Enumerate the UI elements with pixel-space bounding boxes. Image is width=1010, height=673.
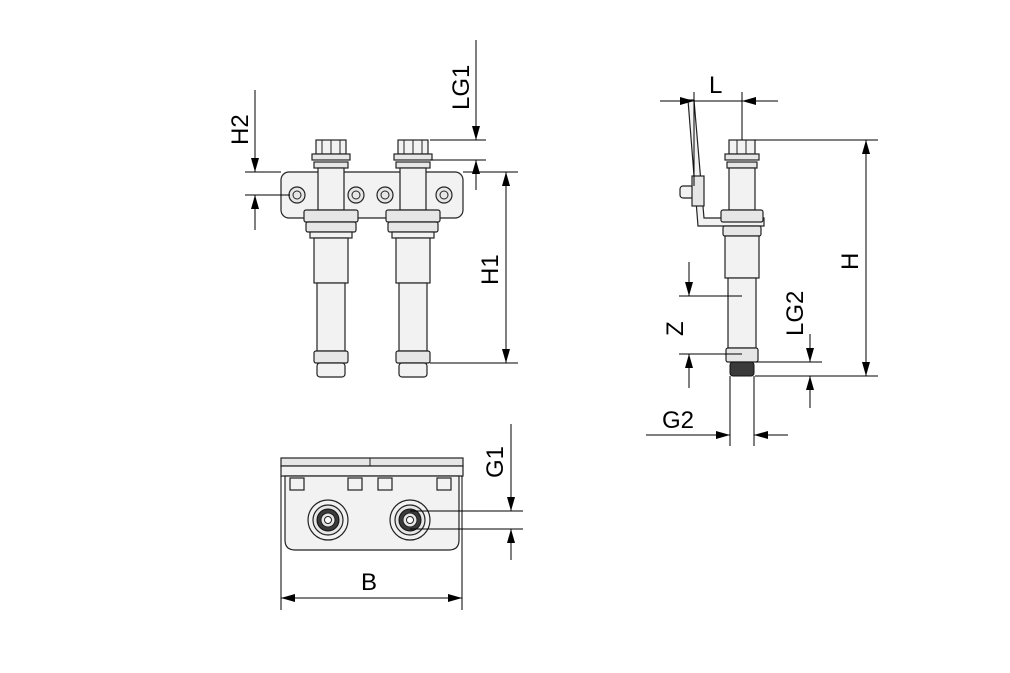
label-z: Z bbox=[662, 321, 689, 336]
top-fitting-left bbox=[307, 499, 349, 541]
plate-holes bbox=[288, 186, 453, 204]
fitting-left bbox=[303, 139, 359, 378]
top-fitting-right bbox=[389, 499, 431, 541]
side-view: L H Z LG2 bbox=[646, 72, 878, 446]
top-strip bbox=[280, 457, 464, 467]
dim-z bbox=[679, 262, 742, 388]
fitting-right bbox=[385, 139, 441, 378]
dim-g2 bbox=[646, 376, 788, 446]
dim-g1 bbox=[410, 424, 523, 560]
label-lg2: LG2 bbox=[782, 291, 809, 336]
label-h1: H1 bbox=[477, 254, 504, 285]
top-view: G1 B bbox=[280, 424, 523, 610]
label-g2: G2 bbox=[662, 407, 694, 434]
label-l: L bbox=[709, 72, 722, 99]
dim-lg1 bbox=[430, 40, 486, 190]
label-g1: G1 bbox=[482, 446, 509, 478]
dim-lg2 bbox=[756, 334, 822, 408]
dim-h1 bbox=[430, 171, 518, 364]
label-h2: H2 bbox=[227, 114, 254, 145]
dim-b bbox=[280, 476, 463, 610]
label-lg1: LG1 bbox=[448, 65, 475, 110]
label-h: H bbox=[837, 253, 864, 270]
label-b: B bbox=[361, 569, 377, 596]
dim-l bbox=[660, 92, 778, 186]
front-view: H2 LG1 H1 bbox=[227, 40, 518, 378]
dim-h2 bbox=[245, 90, 290, 230]
